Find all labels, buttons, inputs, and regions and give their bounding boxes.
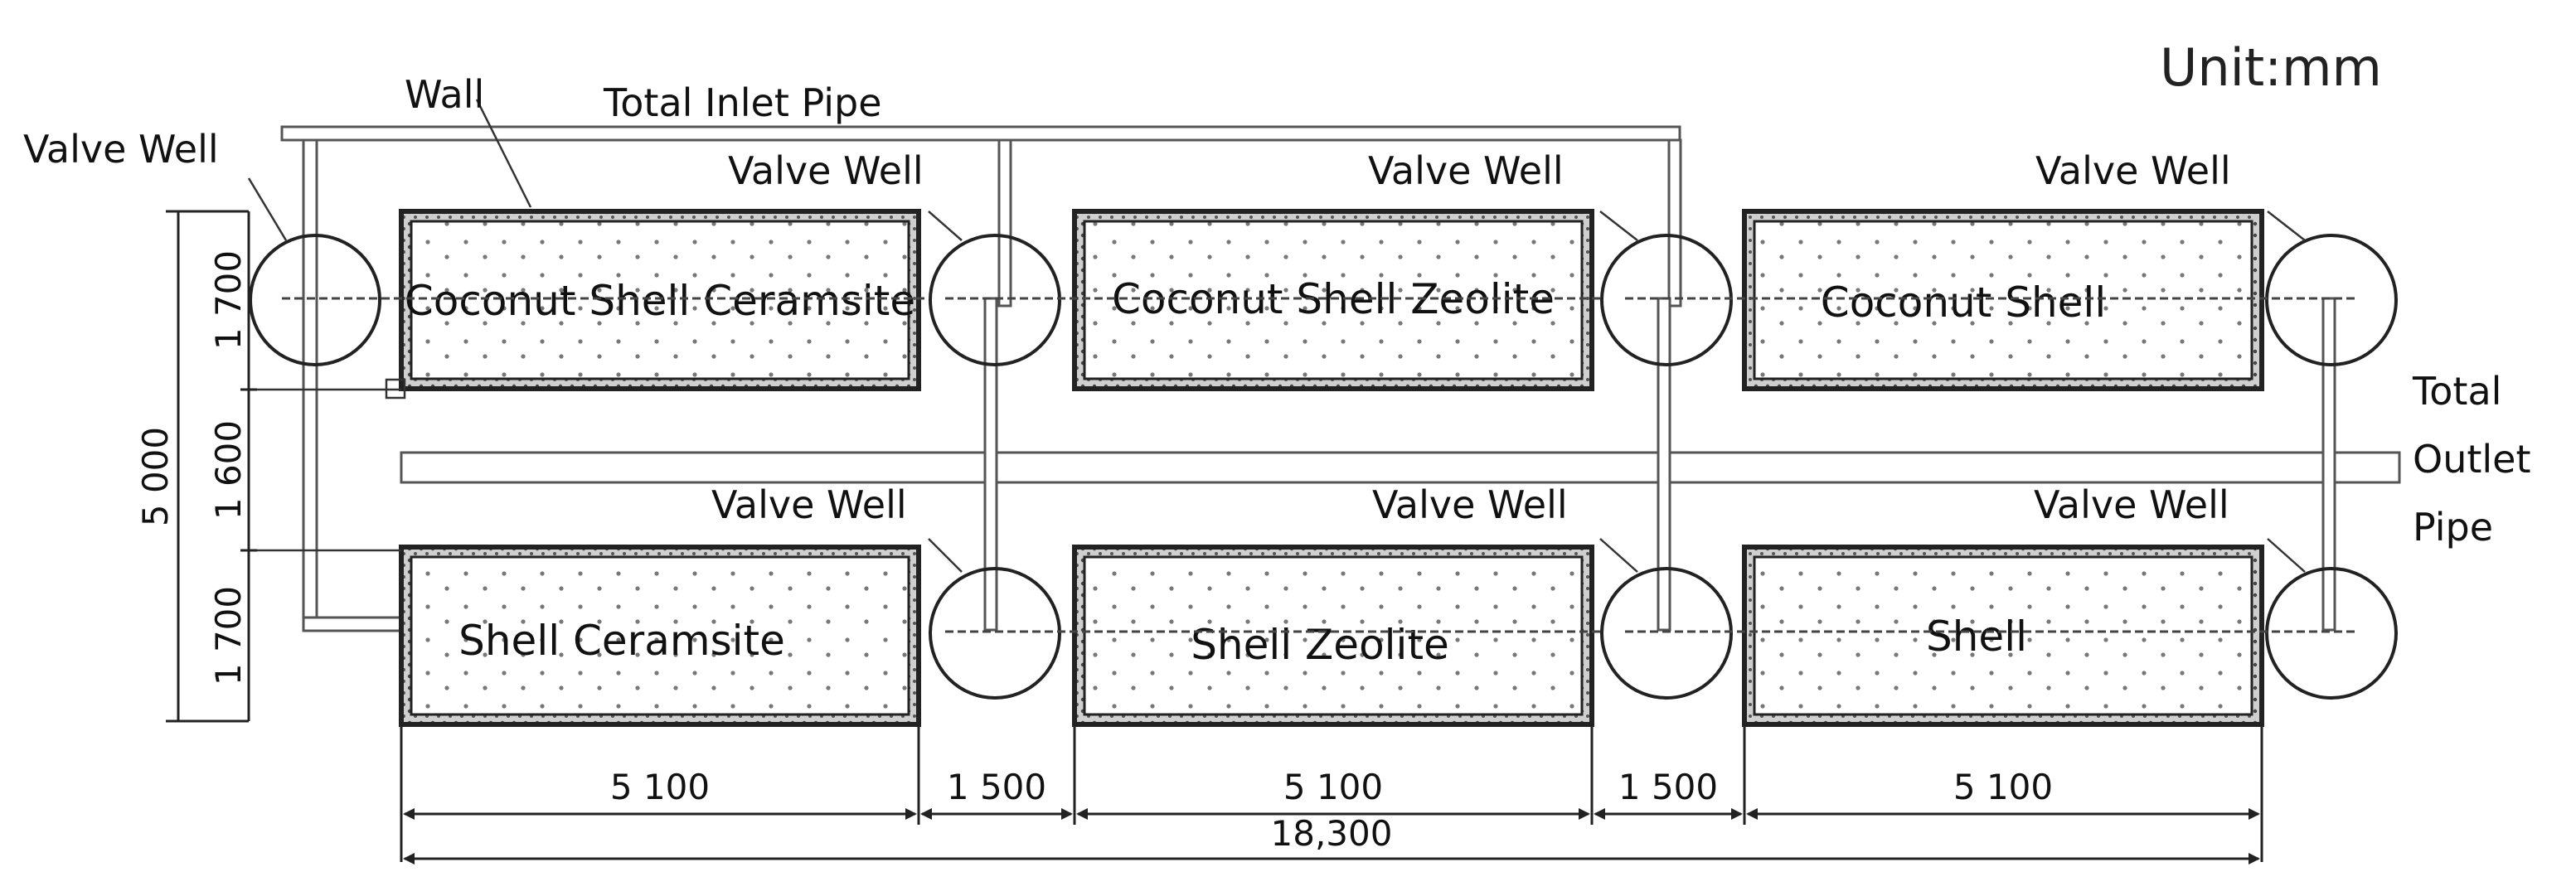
tank-label: Coconut Shell Ceramsite — [405, 277, 915, 325]
distribution-pipes — [282, 297, 2355, 633]
callout-leaders — [247, 99, 2306, 573]
total-outlet-pipe — [400, 451, 2401, 484]
valve-well-label: Valve Well — [1372, 482, 1568, 527]
vertical-dimensions: 5 000 1 700 1 600 1 700 — [135, 210, 257, 723]
dimension-vertical-top: 1 700 — [208, 250, 249, 350]
valve-well-circle — [249, 234, 381, 366]
horizontal-dimensions: 5 100 1 500 5 100 1 500 5 100 18,300 — [400, 724, 2263, 865]
tank-label: Coconut Shell — [1821, 278, 2106, 327]
tank-top-3: Coconut Shell — [1742, 209, 2264, 391]
dimension-total-length: 18,300 — [1271, 813, 1393, 854]
dimension-tank-1: 5 100 — [610, 767, 710, 807]
unit-label: Unit:mm — [2160, 37, 2382, 98]
dimension-vertical-bottom: 1 700 — [208, 586, 249, 685]
dimension-tank-3: 5 100 — [1953, 767, 2053, 807]
tank-label: Shell — [1926, 613, 2027, 661]
valve-well-label: Valve Well — [711, 482, 907, 527]
valve-well-label: Valve Well — [23, 127, 219, 172]
valve-well-circle — [2265, 234, 2398, 366]
tank-label: Shell Zeolite — [1191, 621, 1449, 669]
dimension-tank-2: 5 100 — [1283, 767, 1383, 807]
annotations: Unit:mm Wall Total Inlet Pipe Valve Well… — [23, 37, 2531, 550]
valve-well-circle — [929, 567, 1061, 700]
tank-bottom-3: Shell — [1742, 545, 2264, 727]
tank-top-1: Coconut Shell Ceramsite — [399, 209, 921, 391]
wall-label: Wall — [405, 72, 484, 117]
valve-well-label: Valve Well — [1368, 148, 1564, 193]
dimension-vertical-middle: 1 600 — [208, 420, 249, 520]
tank-label: Shell Ceramsite — [458, 617, 785, 665]
valve-well-label: Valve Well — [2034, 482, 2229, 527]
total-inlet-pipe — [280, 125, 1682, 632]
valve-well-label: Valve Well — [2035, 148, 2231, 193]
dimension-gap-2: 1 500 — [1618, 767, 1718, 807]
total-inlet-pipe-label: Total Inlet Pipe — [603, 80, 882, 125]
total-outlet-pipe-label-line2: Outlet — [2413, 437, 2531, 482]
valve-well-circle — [1600, 234, 1733, 366]
dimension-total-width: 5 000 — [135, 427, 176, 526]
valve-well-circle — [2265, 567, 2398, 700]
valve-well-circle — [929, 234, 1061, 366]
valve-well-circle — [1600, 567, 1733, 700]
valve-well-label: Valve Well — [728, 148, 924, 193]
dimension-gap-1: 1 500 — [947, 767, 1046, 807]
tank-bottom-1: Shell Ceramsite — [399, 545, 921, 727]
valve-wells — [249, 234, 2398, 700]
tank-bottom-2: Shell Zeolite — [1072, 545, 1594, 727]
tank-top-2: Coconut Shell Zeolite — [1072, 209, 1594, 391]
total-outlet-pipe-label-line1: Total — [2412, 369, 2501, 414]
total-outlet-pipe-label-line3: Pipe — [2413, 505, 2493, 550]
